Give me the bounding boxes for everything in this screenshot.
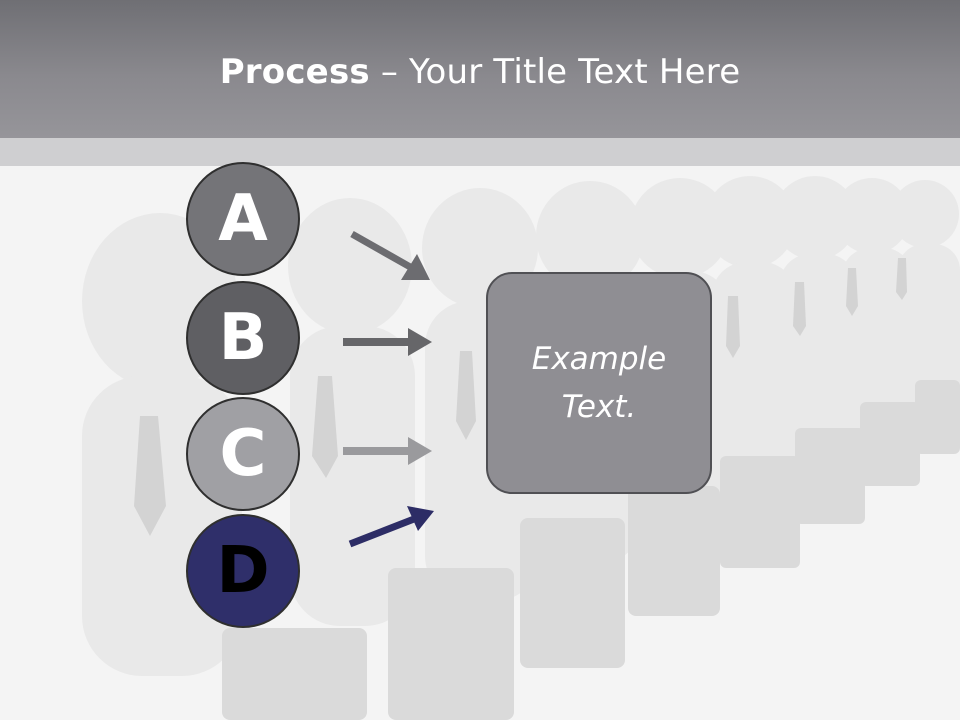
- example-text: Example Text.: [531, 341, 667, 425]
- arrow-c: [343, 437, 432, 465]
- arrow-b: [343, 328, 432, 356]
- slide-title: Process – Your Title Text Here: [0, 52, 960, 92]
- step-circle-a: A: [186, 162, 300, 276]
- title-bar: [0, 0, 960, 138]
- arrow-d: [348, 506, 434, 548]
- arrow-a: [350, 230, 430, 280]
- step-letter-b: B: [218, 301, 268, 375]
- step-circle-b: B: [186, 281, 300, 395]
- step-letter-a: A: [218, 182, 268, 256]
- step-letter-c: C: [219, 417, 267, 491]
- title-rest: – Your Title Text Here: [369, 52, 741, 92]
- step-circle-d: D: [186, 514, 300, 628]
- step-letter-d: D: [216, 534, 270, 608]
- title-bold: Process: [219, 52, 370, 92]
- example-text-box: Example Text.: [486, 272, 712, 494]
- step-circle-c: C: [186, 397, 300, 511]
- title-underband: [0, 138, 960, 166]
